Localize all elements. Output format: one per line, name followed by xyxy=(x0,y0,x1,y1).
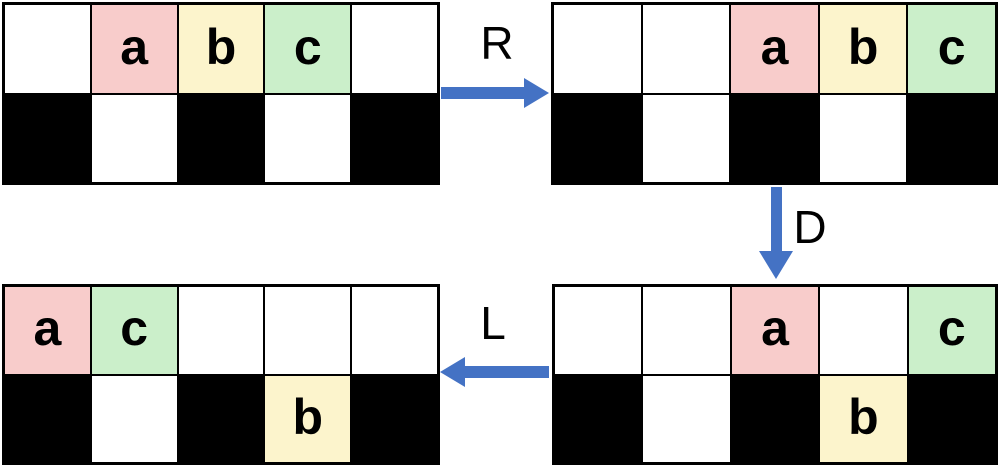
empty-cell-r0-c0 xyxy=(4,4,91,94)
wall-cell-r1-c0 xyxy=(4,93,91,183)
tile-c: c xyxy=(907,4,996,94)
wall-cell-r1-c4 xyxy=(907,374,996,463)
wall-cell-r1-c4 xyxy=(907,93,996,183)
empty-cell-r0-c4 xyxy=(351,286,438,375)
empty-cell-r1-c1 xyxy=(90,93,178,183)
empty-cell-r0-c1 xyxy=(641,4,731,94)
tile-b: b xyxy=(177,4,265,94)
wall-cell-r1-c2 xyxy=(177,93,265,183)
wall-cell-r1-c4 xyxy=(351,93,438,183)
empty-cell-r1-c3 xyxy=(264,93,352,183)
wall-cell-r1-c0 xyxy=(554,374,643,463)
tile-c: c xyxy=(264,4,352,94)
tile-a: a xyxy=(730,4,819,94)
empty-cell-r0-c0 xyxy=(554,286,643,375)
empty-cell-r0-c2 xyxy=(177,286,265,375)
empty-cell-r0-c4 xyxy=(351,4,438,94)
empty-cell-r1-c3 xyxy=(818,93,908,183)
wall-cell-r1-c2 xyxy=(177,374,265,463)
empty-cell-r1-c1 xyxy=(641,93,731,183)
empty-cell-r0-c3 xyxy=(819,286,908,375)
wall-cell-r1-c2 xyxy=(730,93,819,183)
wall-cell-r1-c4 xyxy=(351,374,438,463)
tile-a: a xyxy=(4,286,91,375)
tile-b: b xyxy=(819,374,908,463)
tile-a: a xyxy=(90,4,178,94)
empty-cell-r1-c1 xyxy=(90,374,178,463)
empty-cell-r0-c1 xyxy=(642,286,731,375)
empty-cell-r1-c1 xyxy=(642,374,731,463)
empty-cell-r0-c3 xyxy=(264,286,352,375)
tile-b: b xyxy=(818,4,908,94)
wall-cell-r1-c0 xyxy=(553,93,642,183)
tile-a: a xyxy=(730,286,820,375)
wall-cell-r1-c0 xyxy=(4,374,91,463)
empty-cell-r0-c0 xyxy=(553,4,642,94)
move-label-d: D xyxy=(793,201,827,253)
move-label-l: L xyxy=(480,297,506,349)
move-label-r: R xyxy=(480,17,514,69)
tile-b: b xyxy=(264,374,352,463)
tile-c: c xyxy=(90,286,178,375)
wall-cell-r1-c2 xyxy=(730,374,820,463)
tile-c: c xyxy=(907,286,996,375)
